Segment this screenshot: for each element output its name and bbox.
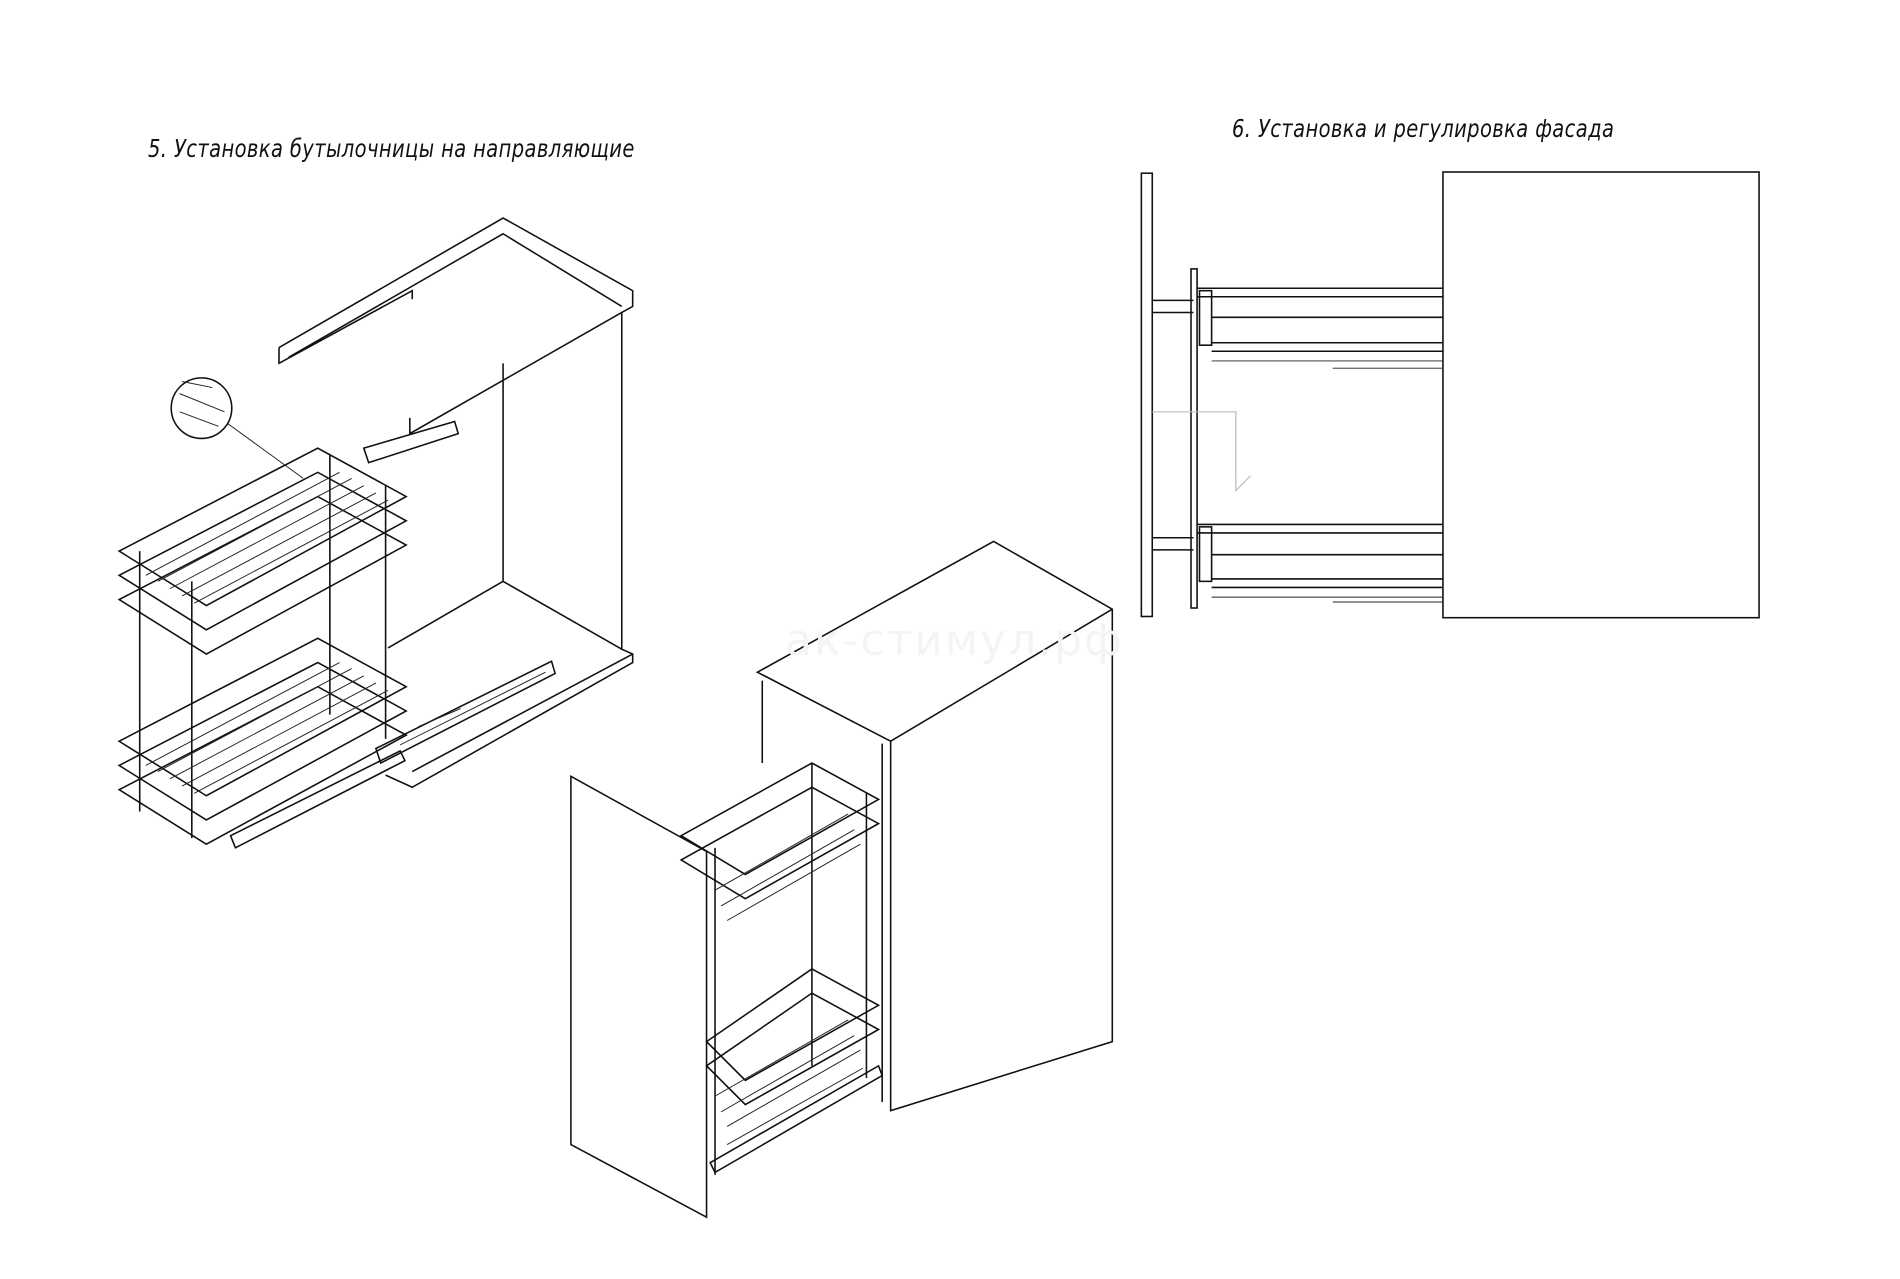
detail-callout	[170, 377, 304, 479]
step5-cabinet	[278, 217, 634, 789]
step6-title: 6. Установка и регулировка фасада	[1232, 114, 1615, 143]
step5-basket-open	[679, 762, 884, 1175]
step5-slide-rails	[362, 420, 557, 765]
step5-basket	[117, 447, 408, 849]
step5-title: 5. Установка бутылочницы на направляющие	[148, 134, 635, 163]
watermark: ак-стимул.рф	[785, 615, 1124, 666]
step5-cabinet-open	[570, 540, 1114, 1219]
step6-side-view	[1140, 171, 1760, 619]
